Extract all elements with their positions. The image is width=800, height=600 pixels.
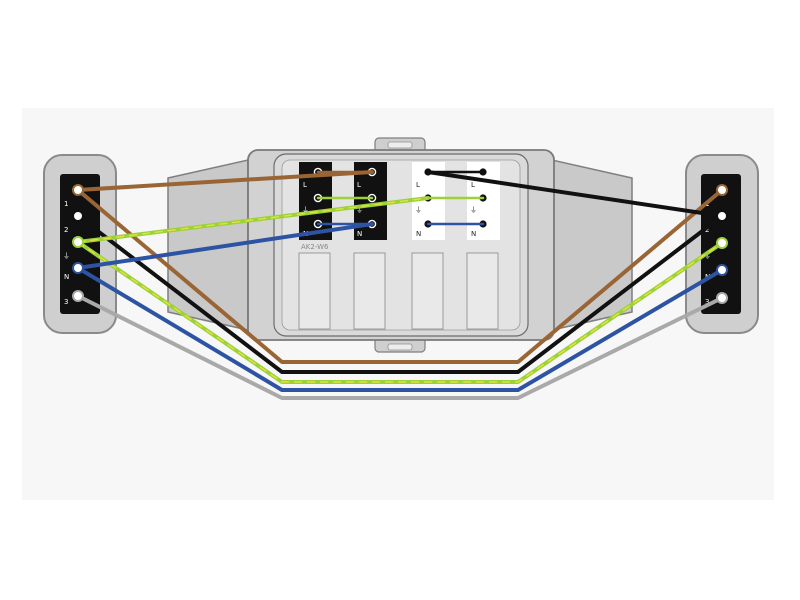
right-plug-pins — [716, 184, 728, 304]
lower-slot-1 — [298, 252, 331, 330]
terminal-label: L — [471, 181, 475, 189]
left-plug-pin-earth — [72, 236, 84, 248]
wire-brown-outer — [76, 188, 724, 364]
terminal-jumpers — [316, 170, 485, 226]
wire-green-yellow-outer-stripe — [77, 241, 723, 383]
terminal-label: L — [357, 181, 361, 189]
right-plug-pin-1 — [716, 184, 728, 196]
plug-pin-label: N — [64, 273, 69, 281]
lower-slot-2 — [353, 252, 386, 330]
wire-grey-outer — [76, 294, 724, 400]
model-label: AK2-W6 — [301, 243, 329, 251]
left-plug-pin-1 — [72, 184, 84, 196]
terminal-block-4: L ⏚ N — [467, 162, 500, 240]
wire-brown — [76, 170, 374, 192]
terminal-label: N — [416, 230, 421, 238]
left-plug-pins — [72, 184, 84, 302]
right-plug-pin-earth — [716, 237, 728, 249]
wire-blue-outer — [76, 266, 724, 392]
wire-green-yellow-stripe — [77, 197, 429, 243]
terminal-label: L — [303, 181, 307, 189]
terminal-label: ⏚ — [356, 206, 363, 214]
bottom-clip-slot — [387, 343, 413, 351]
plug-pin-label: 2 — [705, 226, 709, 234]
terminal-label: L — [416, 181, 420, 189]
plug-pin-label: ⏚ — [63, 252, 70, 260]
left-plug-pin-2 — [72, 210, 84, 222]
lower-slot-3 — [411, 252, 444, 330]
right-plug-pin-2 — [716, 210, 728, 222]
top-clip-slot — [387, 141, 413, 149]
plug-pin-label: 3 — [64, 298, 68, 306]
right-plug-pin-n — [716, 264, 728, 276]
outer-wire-harness — [76, 188, 724, 400]
left-plug-pin-3 — [72, 290, 84, 302]
box-inner-tray — [281, 159, 521, 331]
wire-black — [426, 170, 724, 218]
right-cable-gland — [551, 159, 633, 331]
wire-black-outer — [76, 214, 724, 374]
wire-blue — [76, 222, 374, 270]
plug-pin-label: ⏚ — [704, 252, 711, 260]
plug-pin-label: 2 — [64, 226, 68, 234]
right-plug-pin-3 — [716, 292, 728, 304]
plug-pin-label: 3 — [705, 298, 709, 306]
terminal-label: ⏚ — [302, 206, 309, 214]
lower-slot-4 — [466, 252, 499, 330]
left-plug-pin-n — [72, 262, 84, 274]
terminal-label: ⏚ — [415, 206, 422, 214]
plug-pin-label: 1 — [64, 200, 68, 208]
inner-wire-harness — [76, 170, 724, 270]
terminal-label: N — [357, 230, 362, 238]
terminal-label: N — [471, 230, 476, 238]
terminal-label: ⏚ — [470, 206, 477, 214]
